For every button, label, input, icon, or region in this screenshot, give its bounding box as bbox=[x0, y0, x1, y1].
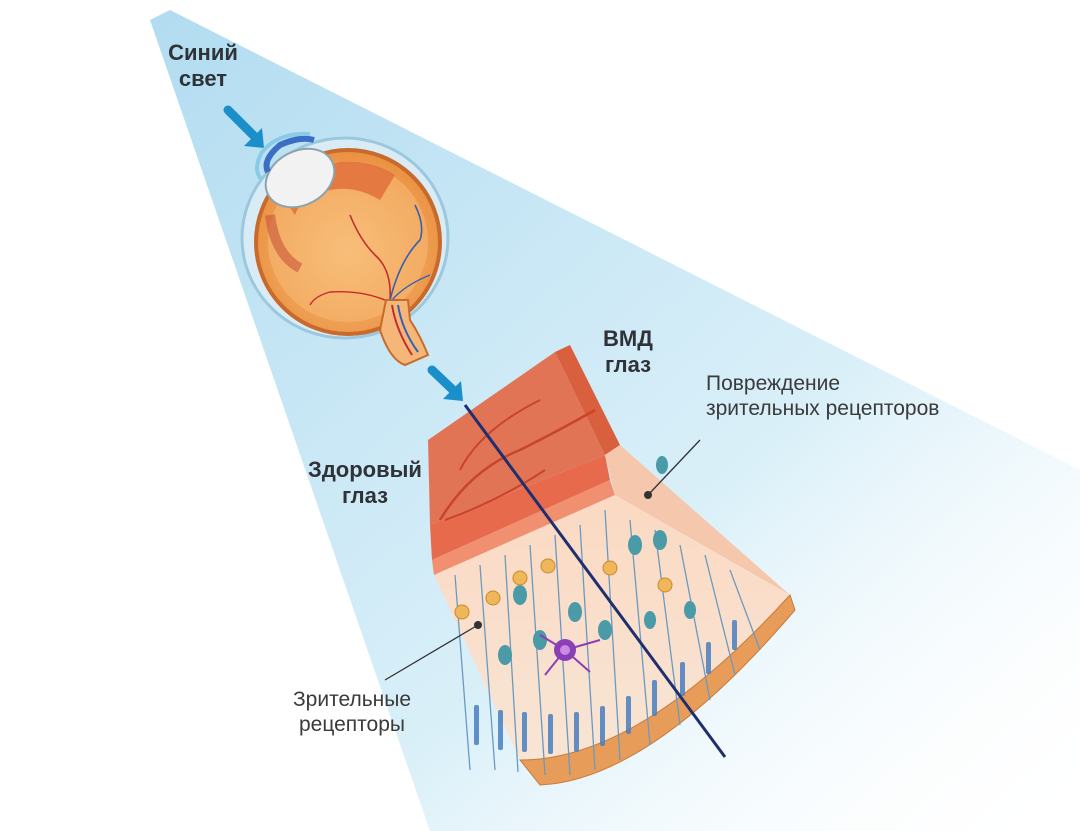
label-blue-light-line-2: свет bbox=[178, 65, 228, 91]
healthy-amd-divider-line bbox=[463, 404, 727, 758]
label-amd-eye-line-1: ВМД bbox=[603, 326, 653, 351]
label-amd-eye-line-2: глаз bbox=[604, 351, 652, 377]
label-healthy-eye: Здоровый глаз bbox=[300, 457, 430, 509]
label-healthy-eye-line-1: Здоровый bbox=[308, 457, 422, 482]
leader-line-damage bbox=[644, 439, 701, 499]
label-photoreceptor-damage-line-1: Повреждение bbox=[706, 372, 841, 395]
label-blue-light-line-1: Синий bbox=[168, 40, 238, 65]
label-photoreceptors-line-2: рецепторы bbox=[298, 712, 406, 736]
leader-line-photoreceptors bbox=[384, 621, 482, 681]
retina-tissue-section bbox=[428, 345, 796, 786]
arrow-down-right-icon bbox=[223, 105, 264, 148]
label-photoreceptors: Зрительные рецепторы bbox=[282, 688, 422, 738]
label-photoreceptor-damage-line-2: зрительных рецепторов bbox=[706, 396, 940, 420]
label-amd-eye: ВМД глаз bbox=[588, 326, 668, 378]
label-healthy-eye-line-2: глаз bbox=[341, 482, 389, 508]
label-photoreceptor-damage: Повреждение зрительных рецепторов bbox=[706, 372, 1006, 422]
ganglion-cell bbox=[539, 634, 601, 676]
arrow-down-right-icon bbox=[427, 365, 463, 401]
label-blue-light: Синий свет bbox=[148, 40, 258, 92]
label-photoreceptors-line-1: Зрительные bbox=[292, 688, 412, 711]
eyeball-cross-section bbox=[240, 131, 450, 367]
